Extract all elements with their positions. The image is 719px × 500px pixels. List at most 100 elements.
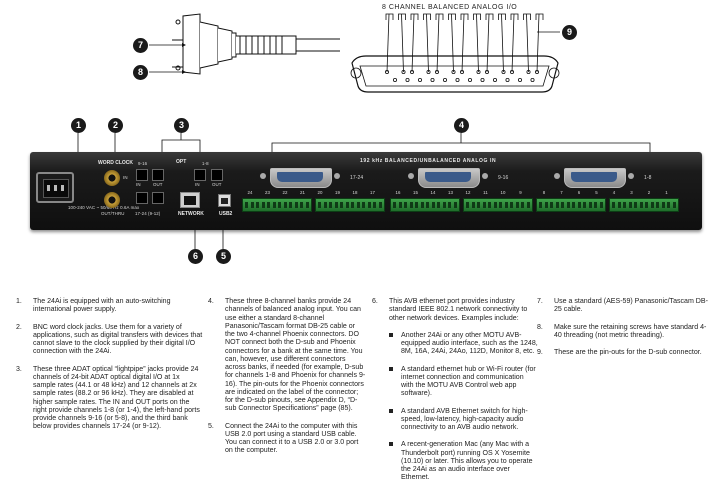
pin (384, 70, 389, 75)
optical-port-9-16-out (152, 169, 164, 181)
description-column-4: 7.Use a standard (AES-59) Panasonic/Tasc… (537, 298, 711, 366)
bank-label: 17-24 (350, 175, 364, 181)
callout-5: 5 (216, 249, 231, 264)
pin (442, 78, 447, 83)
pin-line (411, 13, 415, 73)
channel-number: 8 (542, 190, 546, 195)
pin-waveform (385, 13, 394, 20)
pin (535, 70, 540, 75)
pin (505, 78, 510, 83)
pin-waveform (473, 13, 481, 20)
wc-in-label: IN (123, 175, 128, 180)
channel-number: 1 (665, 190, 668, 195)
pin-waveform (498, 13, 506, 20)
item-number: 9. (537, 349, 543, 356)
description-item: 4. These three 8-channel banks provide 24… (208, 298, 366, 414)
power-label: 100-240 VAC ~ 50/60 Hz 0.6A max (68, 205, 140, 210)
analog-bank-header: 192 kHz BALANCED/UNBALANCED ANALOG IN (360, 158, 497, 164)
optical-port-1-8-out (211, 169, 223, 181)
pin (392, 78, 397, 83)
description-item: 8.Make sure the retaining screws have st… (537, 324, 711, 341)
word-clock-label: WORD CLOCK (98, 160, 133, 166)
bullet-item: A standard ethernet hub or Wi-Fi router … (389, 366, 538, 399)
pin-line (486, 13, 490, 73)
description-item: 9.These are the pin-outs for the D-sub c… (537, 349, 711, 357)
bullet-item: A standard AVB Ethernet switch for high-… (389, 408, 538, 433)
bank-label: 1-8 (644, 175, 652, 181)
channel-number: 20 (317, 190, 323, 195)
pin (530, 78, 535, 83)
bullet-square-icon (389, 442, 393, 447)
retaining-screw (482, 173, 488, 179)
opt-group-label: OPT (176, 159, 187, 165)
phoenix-connector (390, 198, 460, 212)
pin-line (511, 13, 515, 73)
pin-waveform (523, 13, 531, 20)
callout-1: 1 (71, 118, 86, 133)
callout-7: 7 (133, 38, 148, 53)
item-text: Make sure the retaining screws have stan… (554, 323, 707, 339)
pin (480, 78, 485, 83)
pinout-title: 8 CHANNEL BALANCED ANALOG I/O (382, 4, 517, 11)
pin (526, 70, 531, 75)
item-text: These three 8-channel banks provide 24 c… (225, 298, 366, 413)
callout-3: 3 (174, 118, 189, 133)
pin-waveform (448, 13, 456, 20)
callout-2: 2 (108, 118, 123, 133)
callout-8: 8 (133, 65, 148, 80)
channel-number: 11 (483, 190, 488, 195)
pin (492, 78, 497, 83)
phoenix-connector (463, 198, 533, 212)
item-number: 3. (16, 365, 22, 373)
channel-number: 14 (430, 190, 436, 195)
bullet-square-icon (389, 408, 393, 413)
pin-line (401, 13, 404, 73)
pin (455, 78, 460, 83)
channel-number: 12 (465, 190, 471, 195)
item-number: 4. (208, 298, 214, 305)
optical-port-9-16-in (136, 169, 148, 181)
bnc-out-jack (104, 192, 120, 208)
pin-line (426, 13, 429, 73)
phoenix-connector (242, 198, 312, 212)
pin-line (386, 13, 390, 73)
pin-line (476, 13, 479, 73)
optical-port-17-24-out (152, 192, 164, 204)
pin-line (526, 13, 529, 73)
item-text: These three ADAT optical “lightpipe” jac… (33, 365, 200, 431)
bank-label: 9-16 (498, 175, 509, 181)
channel-number: 2 (647, 190, 651, 195)
usb-label: USB2 (219, 211, 233, 217)
pin-line (461, 13, 465, 73)
optical-port-1-8-in (194, 169, 206, 181)
pin-line (451, 13, 454, 73)
channel-number: 16 (395, 190, 401, 195)
opt-in-label-a: IN (136, 182, 141, 187)
pin (426, 70, 431, 75)
dsub-pinout-drawing (350, 13, 560, 93)
phoenix-connector (315, 198, 385, 212)
pin-waveform (423, 13, 431, 20)
pin-waveform (535, 13, 544, 20)
item-number: 2. (16, 323, 22, 331)
description-item: 3. These three ADAT optical “lightpipe” j… (16, 366, 204, 432)
channel-number: 3 (630, 190, 633, 195)
opt-1-8-label: 1-8 (202, 161, 209, 166)
pin (405, 78, 410, 83)
item-number: 1. (16, 298, 22, 305)
pin-waveform (510, 13, 519, 20)
item-number: 6. (372, 298, 378, 305)
pin-line (501, 13, 504, 73)
phoenix-connector (536, 198, 606, 212)
callout-6: 6 (188, 249, 203, 264)
callout-4: 4 (454, 118, 469, 133)
item-number: 5. (208, 422, 214, 430)
bullet-square-icon (389, 366, 393, 371)
power-inlet (36, 172, 74, 203)
opt-17-24-label: 17-24 (9-12) (135, 211, 161, 216)
bullet-text: A recent-generation Mac (any Mac with a … (401, 441, 533, 482)
pin (417, 78, 422, 83)
